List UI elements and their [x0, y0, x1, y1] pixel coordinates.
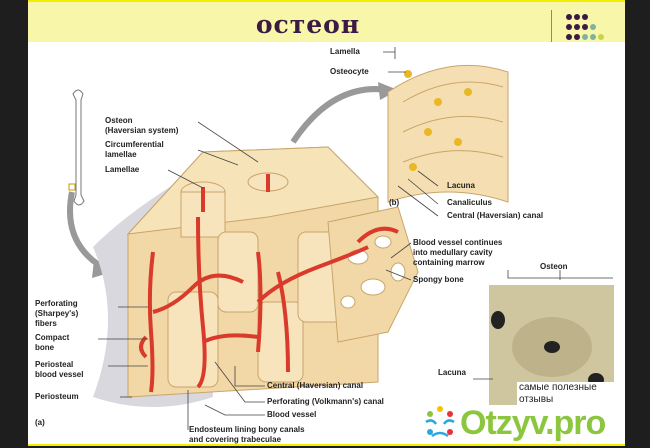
- logo-suffix: .pro: [545, 404, 606, 442]
- label-volkmann-canal: Perforating (Volkmann's) canal: [267, 397, 384, 406]
- label-line: Osteon: [105, 116, 133, 125]
- label-blood-vessel: Blood vessel: [267, 410, 317, 419]
- label-b: (b): [389, 198, 400, 207]
- femur-icon: [68, 89, 85, 206]
- label-periosteum: Periosteum: [35, 392, 79, 401]
- watermark-logo: Otzyv.pro: [460, 404, 606, 442]
- watermark-tagline: самые полезные отзывы: [517, 382, 625, 406]
- label-line: Endosteum lining bony canals: [189, 425, 305, 434]
- label-osteocyte: Osteocyte: [330, 67, 369, 76]
- header-divider: [551, 10, 552, 42]
- label-endosteum: Endosteum lining bony canals and coverin…: [189, 425, 305, 445]
- slide: остеон: [28, 0, 625, 446]
- label-canaliculus: Canaliculus: [447, 198, 492, 207]
- label-lamellae: Lamellae: [105, 165, 140, 174]
- blood-vessels: [139, 174, 399, 393]
- label-line: Compact: [35, 333, 70, 342]
- osteocytes: [404, 70, 472, 171]
- otzyv-logo-icon: [425, 406, 455, 438]
- label-lamella: Lamella: [330, 47, 360, 56]
- logo-main: Otzyv: [460, 404, 546, 442]
- label-a: (a): [35, 418, 45, 427]
- label-line: and covering trabeculae: [189, 435, 282, 444]
- label-line: containing marrow: [413, 258, 485, 267]
- label-line: bone: [35, 343, 55, 352]
- osteon-wedge: [387, 64, 509, 203]
- label-lacuna-micrograph: Lacuna: [438, 368, 467, 377]
- label-line: (Haversian system): [105, 126, 179, 135]
- label-line: into medullary cavity: [413, 248, 493, 257]
- label-line: Perforating: [35, 299, 78, 308]
- label-line: fibers: [35, 319, 57, 328]
- label-central-canal-b: Central (Haversian) canal: [447, 211, 544, 220]
- slide-title: остеон: [255, 10, 361, 39]
- label-line: lamellae: [105, 150, 137, 159]
- spongy-bone: [327, 206, 419, 343]
- slide-header: [28, 2, 625, 42]
- label-perforating-fibers: Perforating (Sharpey's) fibers: [35, 299, 78, 329]
- label-spongy-bone: Spongy bone: [413, 275, 464, 284]
- label-circumferential-lamellae: Circumferential lamellae: [105, 140, 164, 160]
- label-blood-vessel-continues: Blood vessel continues into medullary ca…: [413, 238, 502, 268]
- label-osteon-micrograph: Osteon: [540, 262, 568, 271]
- label-osteon-haversian: Osteon (Haversian system): [105, 116, 178, 136]
- label-compact-bone: Compact bone: [35, 333, 69, 353]
- label-periosteal-vessel: Periosteal blood vessel: [35, 360, 83, 380]
- label-central-canal-a: Central (Haversian) canal: [267, 381, 364, 390]
- label-line: Blood vessel continues: [413, 238, 503, 247]
- label-line: Circumferential: [105, 140, 164, 149]
- dot-grid-icon: [566, 14, 604, 40]
- label-lacuna-b: Lacuna: [447, 181, 476, 190]
- label-line: (Sharpey's): [35, 309, 79, 318]
- zoom-arrow-b: [290, 86, 389, 144]
- label-line: Periosteal: [35, 360, 74, 369]
- label-line: blood vessel: [35, 370, 84, 379]
